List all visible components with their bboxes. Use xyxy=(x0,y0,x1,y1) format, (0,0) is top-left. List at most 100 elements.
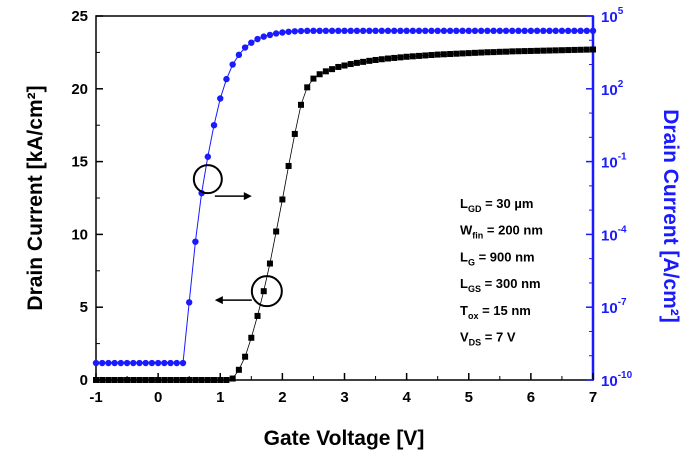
data-point-circle xyxy=(99,359,106,367)
data-point-circle xyxy=(92,359,100,367)
param-line: LG = 900 nm xyxy=(460,249,535,267)
data-point-circle xyxy=(192,238,199,245)
data-point-circle xyxy=(577,27,584,35)
data-point-circle xyxy=(291,28,298,35)
y2-tick-label: 105 xyxy=(601,6,624,26)
data-point-circle xyxy=(304,27,311,35)
data-point-circle xyxy=(185,299,193,306)
data-point-circle xyxy=(571,27,578,35)
data-point-circle xyxy=(105,359,112,367)
data-point-circle xyxy=(558,27,566,35)
data-point-circle xyxy=(173,359,180,367)
x-axis-label: Gate Voltage [V] xyxy=(264,427,425,450)
x-tick-label: 1 xyxy=(216,389,224,406)
data-point-circle xyxy=(130,359,137,367)
y-tick-label: 15 xyxy=(71,154,88,171)
data-point-circle xyxy=(583,27,590,35)
data-point-circle xyxy=(254,35,261,43)
data-point-circle xyxy=(148,359,156,367)
data-point-circle xyxy=(471,27,479,35)
data-point-circle xyxy=(297,27,305,35)
data-point-circle xyxy=(372,27,379,35)
data-point-circle xyxy=(117,359,125,367)
data-point-circle xyxy=(322,27,330,35)
data-point-circle xyxy=(366,27,373,35)
data-point-circle xyxy=(316,27,323,35)
data-point-circle xyxy=(161,359,168,367)
data-point-circle xyxy=(210,122,218,129)
x-tick-label: 4 xyxy=(402,389,411,406)
data-point-circle xyxy=(179,359,187,367)
arrow-left-icon xyxy=(214,296,223,305)
data-point-circle xyxy=(521,27,528,35)
data-point-circle xyxy=(391,27,398,35)
data-point-circle xyxy=(378,27,385,35)
data-point-circle xyxy=(347,27,354,35)
x-tick-label: -1 xyxy=(89,389,102,406)
y-axis-label: Drain Current [kA/cm²] xyxy=(24,85,47,310)
data-point-circle xyxy=(589,27,597,35)
data-point-circle xyxy=(111,359,118,367)
data-point-circle xyxy=(459,27,466,35)
data-point-circle xyxy=(546,27,553,35)
arrow-right-icon xyxy=(243,192,252,201)
data-point-circle xyxy=(415,27,423,35)
data-point-circle xyxy=(328,27,336,35)
y2-tick-label: 102 xyxy=(601,79,624,99)
data-point-circle xyxy=(248,39,255,46)
data-point-circle xyxy=(310,27,317,35)
data-point-circle xyxy=(484,27,491,35)
x-tick-label: 7 xyxy=(589,389,597,406)
data-point-circle xyxy=(123,359,131,367)
x-tick-label: 3 xyxy=(340,389,348,406)
annotations xyxy=(192,164,283,308)
y2-tick-label: 10-1 xyxy=(601,152,627,172)
param-line: LGS = 300 nm xyxy=(460,276,541,294)
x-tick-label: 5 xyxy=(465,389,473,406)
data-point-circle xyxy=(285,28,292,35)
data-point-circle xyxy=(440,27,448,35)
data-point-circle xyxy=(204,153,212,160)
series-linear-black xyxy=(93,46,596,383)
data-point-circle xyxy=(509,27,516,35)
data-point-circle xyxy=(403,27,410,35)
data-point-circle xyxy=(428,27,435,35)
data-point-circle xyxy=(341,27,348,35)
x-tick-label: 0 xyxy=(154,389,162,406)
data-point-circle xyxy=(217,95,224,102)
data-point-square xyxy=(590,46,596,53)
data-point-circle xyxy=(446,27,454,35)
y2-tick-label: 10-10 xyxy=(601,370,633,390)
data-point-circle xyxy=(552,27,559,35)
data-point-circle xyxy=(359,27,367,35)
y2-axis-label: Drain Current [A/cm²] xyxy=(659,109,682,323)
data-point-circle xyxy=(229,61,236,68)
y-tick-label: 25 xyxy=(71,8,88,25)
marker-circle-black xyxy=(250,275,283,308)
data-point-circle xyxy=(384,27,392,35)
x-tick-label: 2 xyxy=(278,389,286,406)
data-point-circle xyxy=(564,27,572,35)
data-point-circle xyxy=(335,27,342,35)
data-point-circle xyxy=(409,27,417,35)
series-line-black xyxy=(96,49,594,381)
data-point-circle xyxy=(422,27,429,35)
data-point-circle xyxy=(477,27,485,35)
data-point-circle xyxy=(154,359,162,367)
param-line: LGD = 30 µm xyxy=(460,196,533,214)
data-point-circle xyxy=(453,27,460,35)
y-tick-label: 0 xyxy=(80,372,88,389)
marker-circle-blue xyxy=(192,164,223,195)
param-line: Tox = 15 nm xyxy=(460,303,531,321)
data-point-circle xyxy=(136,359,143,367)
data-point-circle xyxy=(167,359,174,367)
data-point-circle xyxy=(496,27,504,35)
data-point-circle xyxy=(241,44,249,51)
data-point-circle xyxy=(272,30,280,37)
data-point-circle xyxy=(266,31,274,39)
y-tick-label: 20 xyxy=(71,81,88,98)
